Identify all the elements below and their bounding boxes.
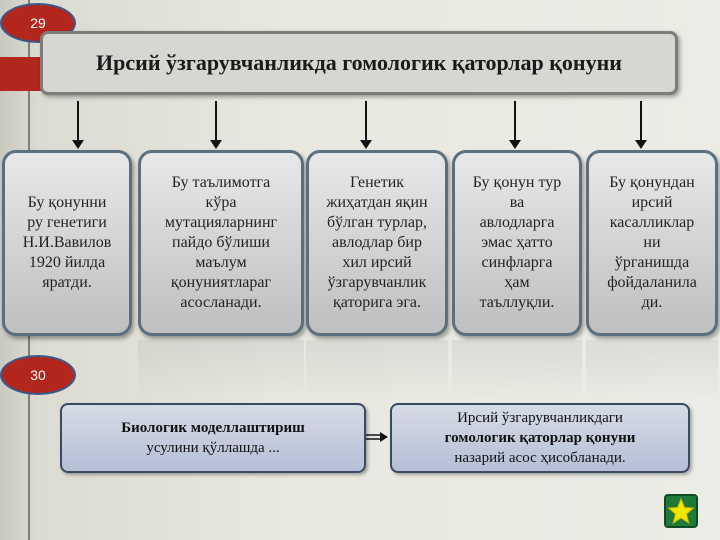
law-box-line1: Ирсий ўзгарувчанликдаги xyxy=(457,410,623,426)
down-arrow-icon xyxy=(360,101,372,149)
concept-card-1: Бу қонунни ру генетиги Н.И.Вавилов 1920 … xyxy=(2,150,132,336)
down-arrow-icon xyxy=(635,101,647,149)
star-icon xyxy=(667,497,695,525)
concept-card-text: Бу қонундан ирсий касалликлар ни ўрганиш… xyxy=(607,174,697,311)
star-button[interactable] xyxy=(664,494,698,528)
down-arrow-icon xyxy=(509,101,521,149)
card-reflection xyxy=(138,340,304,400)
down-arrow-icon xyxy=(210,101,222,149)
page-number-badge-30: 30 xyxy=(0,355,76,395)
method-box-line2: усулини қўллашда ... xyxy=(146,440,280,456)
law-box-line3: назарий асос ҳисобланади. xyxy=(454,450,626,466)
method-box-line1: Биологик моделлаштириш xyxy=(121,420,305,436)
method-box: Биологик моделлаштириш усулини қўллашда … xyxy=(60,403,366,473)
concept-card-text: Бу қонун тур ва авлодларга эмас ҳатто си… xyxy=(472,174,562,311)
slide-title: Ирсий ўзгарувчанликда гомологик қаторлар… xyxy=(96,50,622,75)
law-box: Ирсий ўзгарувчанликдаги гомологик қаторл… xyxy=(390,403,690,473)
card-reflection xyxy=(586,340,718,400)
concept-card-5: Бу қонундан ирсий касалликлар ни ўрганиш… xyxy=(586,150,718,336)
concept-card-3: Генетик жиҳатдан яқин бўлган турлар, авл… xyxy=(306,150,448,336)
double-arrow-icon xyxy=(366,432,388,442)
concept-card-text: Бу қонунни ру генетиги Н.И.Вавилов 1920 … xyxy=(22,194,112,291)
concept-card-4: Бу қонун тур ва авлодларга эмас ҳатто си… xyxy=(452,150,582,336)
card-reflection xyxy=(306,340,448,400)
title-red-band xyxy=(0,57,42,91)
concept-card-2: Бу таълимотга кўра мутацияларнинг пайдо … xyxy=(138,150,304,336)
concept-card-text: Бу таълимотга кўра мутацияларнинг пайдо … xyxy=(164,174,278,311)
slide-title-box: Ирсий ўзгарувчанликда гомологик қаторлар… xyxy=(40,31,678,95)
concept-card-text: Генетик жиҳатдан яқин бўлган турлар, авл… xyxy=(326,174,428,311)
law-box-line2: гомологик қаторлар қонуни xyxy=(444,430,636,446)
down-arrow-icon xyxy=(72,101,84,149)
card-reflection xyxy=(452,340,582,400)
